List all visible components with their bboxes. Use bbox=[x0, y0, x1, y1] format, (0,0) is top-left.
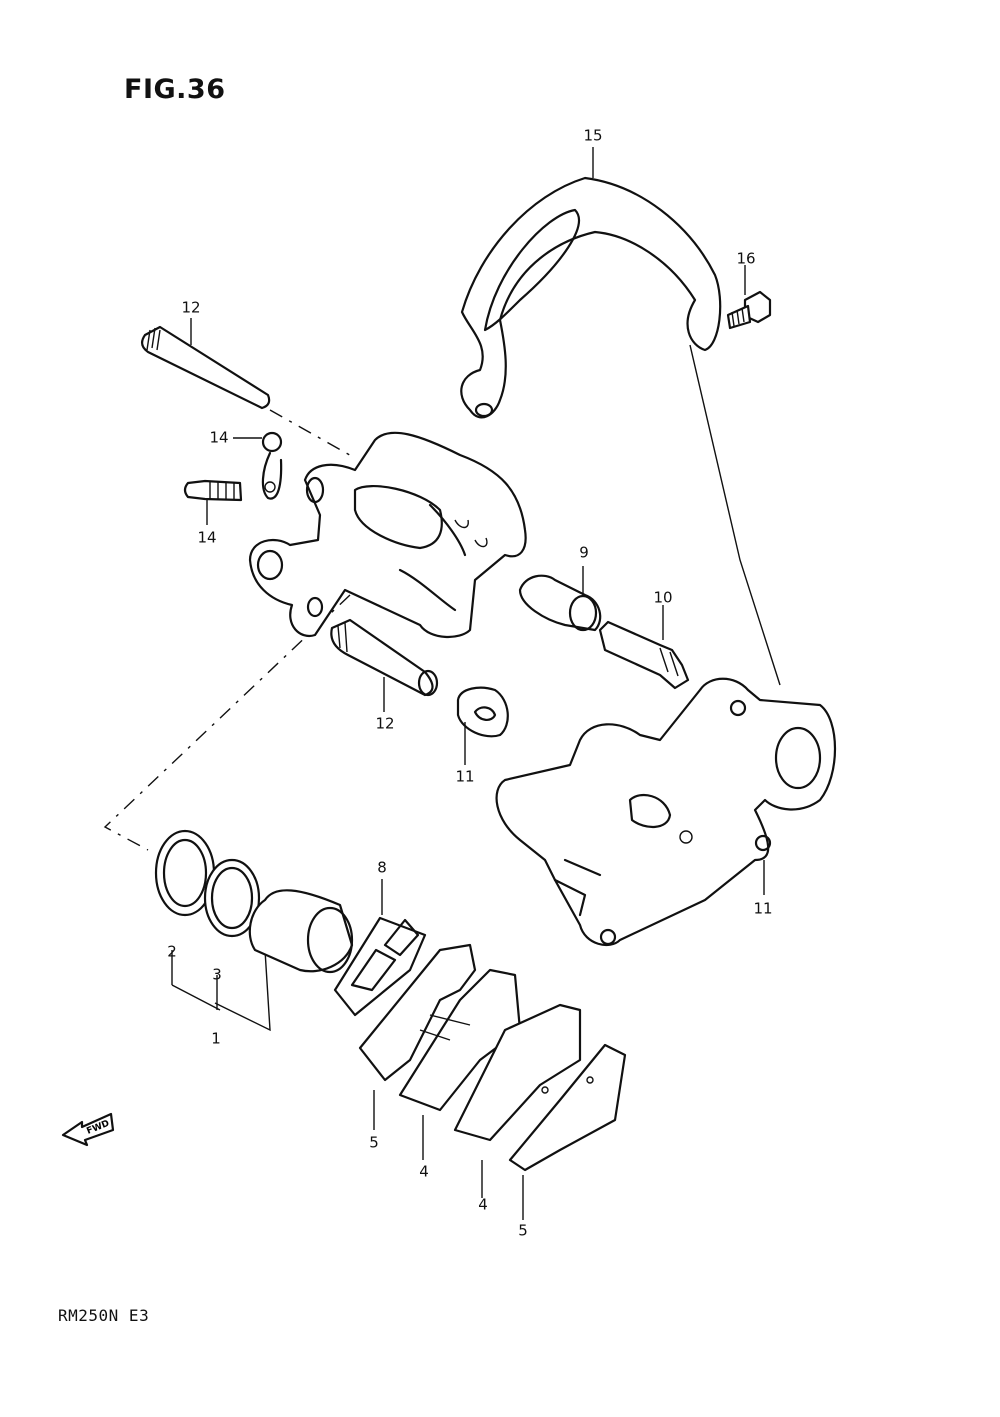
callout-4-front: 4 bbox=[419, 1162, 429, 1181]
part-4-brake-pad-front bbox=[398, 968, 522, 1112]
callout-10: 12 bbox=[375, 714, 395, 733]
callout-1: 1 bbox=[211, 1029, 221, 1048]
callout-5-rear: 5 bbox=[518, 1221, 528, 1240]
callout-11: 11 bbox=[753, 899, 773, 918]
callout-2: 2 bbox=[167, 942, 177, 961]
callout-9: 11 bbox=[455, 767, 475, 786]
part-12-pin bbox=[141, 325, 271, 410]
part-13-bleeder-valve bbox=[183, 479, 243, 502]
callout-3: 3 bbox=[212, 965, 222, 984]
fwd-label: FWD bbox=[85, 1119, 111, 1137]
part-5-pad-shim-front bbox=[358, 943, 477, 1082]
part-16-bolt bbox=[726, 290, 772, 330]
callout-12: 12 bbox=[181, 298, 201, 317]
callout-15: 15 bbox=[583, 126, 603, 145]
caliper-body bbox=[248, 431, 527, 638]
part-6-shim bbox=[333, 916, 427, 1017]
part-7-sleeve bbox=[518, 574, 602, 632]
part-2-seal bbox=[154, 829, 216, 917]
model-code: RM250N E3 bbox=[58, 1306, 150, 1325]
part-4-brake-pad-rear bbox=[453, 1003, 582, 1142]
guide-lines bbox=[103, 344, 781, 1032]
callout-13: 14 bbox=[197, 528, 217, 547]
part-11-caliper-bracket bbox=[495, 677, 836, 947]
fwd-arrow-icon: FWD bbox=[61, 1112, 115, 1147]
callout-14: 14 bbox=[209, 428, 229, 447]
callout-leaders bbox=[190, 147, 765, 1220]
part-14-cap bbox=[261, 431, 283, 500]
part-9-boot bbox=[456, 686, 509, 738]
callout-7: 9 bbox=[579, 543, 589, 562]
callout-16: 16 bbox=[736, 249, 756, 268]
callout-4-rear: 4 bbox=[478, 1195, 488, 1214]
part-15-caliper-guard bbox=[460, 176, 722, 419]
callout-5-front: 5 bbox=[369, 1133, 379, 1152]
callout-6: 8 bbox=[377, 858, 387, 877]
part-5-pad-shim-rear bbox=[508, 1043, 627, 1172]
figure-title: FIG.36 bbox=[124, 74, 226, 105]
part-10-slide-pin bbox=[330, 618, 439, 697]
callout-8: 10 bbox=[653, 588, 673, 607]
part-8-bolt bbox=[598, 620, 690, 690]
part-3-seal bbox=[203, 858, 261, 938]
part-1-piston bbox=[248, 889, 354, 974]
